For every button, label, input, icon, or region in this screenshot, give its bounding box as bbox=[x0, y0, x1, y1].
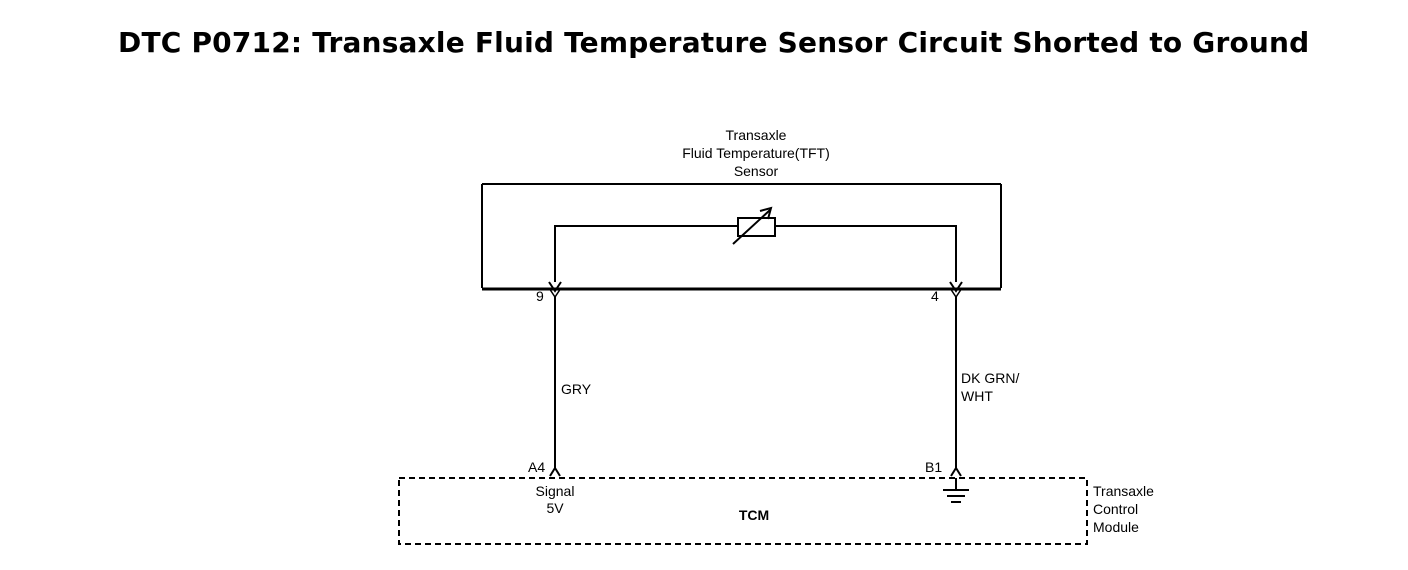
signal-label-line2: 5V bbox=[546, 500, 564, 516]
module-label-line3: Module bbox=[1093, 519, 1139, 535]
sensor-pin-9: 9 bbox=[536, 288, 544, 304]
connector-arrow-icon bbox=[949, 281, 963, 299]
tcm-module-box bbox=[398, 477, 1088, 545]
sensor-label-line2: Fluid Temperature(TFT) bbox=[682, 145, 830, 161]
ground-icon bbox=[943, 478, 969, 503]
sensor-pin-4: 4 bbox=[931, 288, 939, 304]
connector-arrow-icon bbox=[549, 466, 561, 477]
wire-label-right-line2: WHT bbox=[961, 388, 993, 404]
wire-label-right-line1: DK GRN/ bbox=[961, 370, 1019, 386]
module-pin-a4: A4 bbox=[528, 459, 545, 475]
sensor-box bbox=[481, 183, 1002, 291]
wire-label-gry: GRY bbox=[561, 381, 592, 397]
connector-arrow-icon bbox=[548, 281, 562, 299]
module-label-line1: Transaxle bbox=[1093, 483, 1154, 499]
module-label-line2: Control bbox=[1093, 501, 1138, 517]
module-pin-b1: B1 bbox=[925, 459, 942, 475]
thermistor-icon bbox=[732, 206, 776, 245]
connector-arrow-icon bbox=[950, 466, 962, 477]
sensor-internal-circuit bbox=[554, 225, 957, 282]
sensor-label-line3: Sensor bbox=[734, 163, 779, 179]
signal-label-line1: Signal bbox=[536, 483, 575, 499]
tcm-name: TCM bbox=[739, 507, 769, 523]
sensor-label-line1: Transaxle bbox=[726, 127, 787, 143]
diagram-title: DTC P0712: Transaxle Fluid Temperature S… bbox=[118, 26, 1310, 59]
